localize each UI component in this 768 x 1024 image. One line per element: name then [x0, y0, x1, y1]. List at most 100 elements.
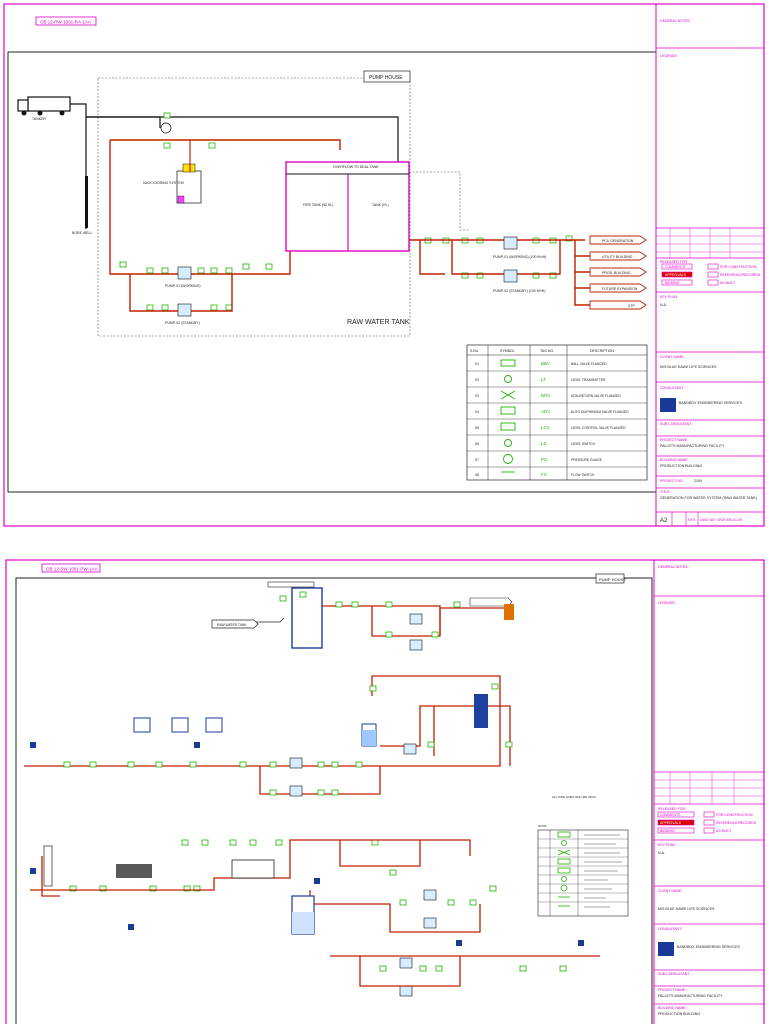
sub-consultant-label: SUB CONSULTANT :: [658, 972, 691, 976]
plate-exchanger-icon: [116, 864, 152, 878]
client-name-label: CLIENT NAME :: [658, 889, 683, 893]
legend-row-desc: LEVEL TRANSMITTER: [571, 378, 606, 382]
consultant-label: CONSULTANT:: [660, 386, 684, 390]
legend-row-tag: NRV: [541, 393, 550, 398]
release-option: BIDDING: [660, 829, 675, 833]
drawing-number: DWG NO : DWT-MS-01-05: [700, 518, 742, 522]
tanker-label: TANKER: [32, 117, 46, 121]
project-name: PALLETS MANUFACTURING FACILITY: [658, 994, 723, 998]
legend-row-tag: LCV: [541, 425, 550, 430]
consultant-logo: [660, 398, 676, 412]
dosing-system-label: NaOCl DOSING SYSTEM: [143, 181, 184, 185]
heat-exchanger-box: [231, 859, 275, 879]
release-option: FOR CONSTRUCTION: [720, 265, 757, 269]
pressure-gauge-icon: [160, 122, 172, 134]
overflow-label: OVERFLOW TO DEAL TANK: [333, 165, 379, 169]
pump-03-label: PUMP-01 (WORKING) (100 M³/H): [493, 255, 546, 259]
general-notes-label: GENERAL NOTES:: [658, 565, 689, 569]
general-notes-label: GENERAL NOTES:: [660, 19, 691, 23]
drawing-sheet-process-water: OB 12-SW-1001-PW-1AA PUMP HOUSE RAW WATE…: [0, 556, 768, 1024]
outlet-label-3: PROD. BUILDING: [602, 271, 631, 275]
client-name: M/S BLUE HAWK LIFE SCIENCES: [658, 907, 715, 911]
release-option: AS BUILT: [716, 829, 732, 833]
release-option: BIDDING: [665, 281, 680, 285]
released-for-label: RELEASED FOR:: [658, 807, 686, 811]
title-block: [655, 4, 764, 526]
legend-row-no: 01: [475, 362, 479, 366]
legend-header-symbol: SYMBOL: [500, 349, 515, 353]
consultant-label: CONSULTANT:: [658, 927, 682, 931]
outlet-label-2: UTILITY BUILDING: [602, 255, 633, 259]
tank-label: TANK (KL): [372, 203, 389, 207]
legend-row-tag: LT: [541, 377, 546, 382]
release-option: REFERENCE/RECORDS: [720, 273, 761, 277]
diagram-title: RAW WATER TANK: [347, 319, 410, 326]
release-option: COMMENTS: [665, 265, 686, 269]
legend-row-no: 02: [475, 378, 479, 382]
legend-row-desc: FLOW SWITCH: [571, 473, 595, 477]
legend-row-tag: ADV: [541, 409, 550, 414]
legend-row-tag: LS: [541, 441, 547, 446]
pump-02-icon: [177, 303, 192, 317]
cartridge-filter-icon: [504, 604, 514, 620]
pump-04-icon: [503, 269, 518, 283]
raw-water-label: RAW WATER TANK: [217, 623, 247, 627]
title-block: [653, 560, 764, 1024]
pump-01-label: PUMP-01 (WORKING): [165, 284, 201, 288]
legend-table: [466, 344, 648, 481]
drawing-title: GENERATION FOR WATER SYSTEM (RAW WATER T…: [660, 496, 757, 500]
release-option: FOR CONSTRUCTION: [716, 813, 753, 817]
project-no: 2109: [694, 479, 702, 483]
legend-table: [537, 829, 629, 917]
project-name-label: PROJECT NAME :: [658, 988, 687, 992]
legend-row-tag: PG: [541, 457, 548, 462]
building-name-label: BUILDING NAME :: [658, 1006, 688, 1010]
legend-row-no: 04: [475, 410, 479, 414]
key-plan-label: KEY PLAN: [660, 295, 678, 299]
legend-row-desc: BALL VALVE FLANGED: [571, 362, 607, 366]
legend-title: NOTE: [538, 824, 546, 828]
building-name: PRODUCTION BUILDING: [658, 1012, 700, 1016]
legend-row-desc: PRESSURE GUAGE: [571, 458, 603, 462]
outlet-arrows: [589, 235, 647, 310]
released-for-label: RELEASED FOR:: [660, 260, 688, 264]
legend-row-no: 03: [475, 394, 479, 398]
instrument-markers: [63, 591, 513, 796]
legend-row-desc: AUTO DIAPHRAGM VALVE FLANGED: [571, 410, 629, 414]
release-option: REFERENCE/RECORDS: [716, 821, 757, 825]
legend-row-desc: LEVEL SWITCH: [571, 442, 596, 446]
pid-diagram-process-water: OB 12-SW-1001-PW-1AA PUMP HOUSE RAW WATE…: [5, 559, 765, 1024]
key-plan-value: N.A.: [658, 851, 665, 855]
legend-row-no: 05: [475, 426, 479, 430]
key-plan-label: KEY PLAN: [658, 843, 676, 847]
pump-house-label: PUMP HOUSE: [599, 577, 626, 582]
bore-well-icon: [85, 176, 88, 228]
pump-01-icon: [177, 266, 192, 280]
instrument-tags: [30, 742, 584, 946]
fire-tank-label: FIRE TANK (50 KL): [303, 203, 333, 207]
building-name-label: BUILDING NAME :: [660, 458, 690, 462]
release-option: APPROVALS: [665, 273, 687, 277]
outlet-label-5: STP: [628, 304, 635, 308]
raw-water-arrow: [211, 619, 259, 629]
legend-row-no: 08: [475, 473, 479, 477]
release-option: COMMENTS: [660, 813, 681, 817]
building-name: PRODUCTION BUILDING: [660, 464, 702, 468]
legends-label: LEGENDS:: [658, 601, 676, 605]
client-name: M/S BLUE HAWK LIFE SCIENCES: [660, 365, 717, 369]
pump-house-label: PUMP HOUSE: [369, 75, 403, 81]
project-name: PALLETS MANUFACTURING FACILITY: [660, 444, 725, 448]
outlet-label-4: FUTURE EXPANSION: [602, 287, 638, 291]
drawing-sheet-raw-water: OB 12-RW-1001-RA-1AA PUMP HOUSE TANKER B…: [3, 3, 765, 527]
key-plan-value: N.A.: [660, 303, 667, 307]
client-name-label: CLIENT NAME :: [660, 355, 685, 359]
pump-04-label: PUMP-02 (STANDBY) (100 M³/H): [493, 289, 545, 293]
consultant-name: BANDBOX ENGINEERING SERVICES: [679, 401, 742, 405]
legend-row-desc: NON-RETURN VALVE FLANGED: [571, 394, 621, 398]
pump-02-label: PUMP-02 (STANDBY): [165, 321, 200, 325]
release-option: APPROVALS: [660, 821, 682, 825]
consultant-logo: [658, 942, 674, 956]
project-name-label: PROJECT NAME :: [660, 438, 689, 442]
header-code: OB 12-SW-1001-PW-1AA: [46, 567, 98, 572]
legend-header-desc: DESCRIPTION: [590, 349, 614, 353]
